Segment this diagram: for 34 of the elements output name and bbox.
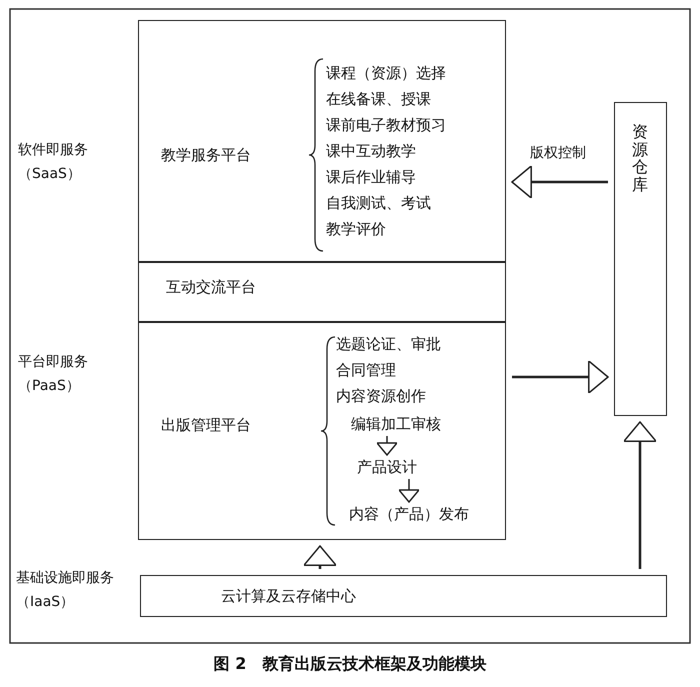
vertical-title: 资源仓库 bbox=[632, 123, 648, 194]
function-item: 内容资源创作 bbox=[336, 386, 426, 406]
hollow-arrow bbox=[623, 421, 657, 569]
hollow-arrow bbox=[512, 360, 609, 394]
function-item: 选题论证、审批 bbox=[336, 334, 441, 354]
hollow-arrow bbox=[511, 165, 608, 199]
step-text: 编辑加工审核 bbox=[334, 412, 458, 436]
layer-label: 软件即服务（SaaS） bbox=[18, 141, 89, 184]
step-text: 产品设计 bbox=[349, 455, 425, 479]
function-item: 课程（资源）选择 bbox=[326, 63, 446, 83]
function-item: 课前电子教材预习 bbox=[326, 115, 446, 135]
platform-box bbox=[138, 262, 506, 322]
platform-title: 教学服务平台 bbox=[161, 145, 251, 165]
hollow-arrow bbox=[303, 545, 337, 569]
platform-box bbox=[140, 575, 667, 617]
platform-title: 出版管理平台 bbox=[161, 415, 251, 435]
edge-label: 版权控制 bbox=[528, 144, 588, 162]
figure-caption: 图 2 教育出版云技术框架及功能模块 bbox=[212, 654, 488, 675]
hollow-arrow bbox=[398, 479, 420, 503]
function-item: 课中互动教学 bbox=[326, 141, 416, 161]
platform-title: 云计算及云存储中心 bbox=[221, 586, 356, 606]
function-item: 合同管理 bbox=[336, 360, 396, 380]
hollow-arrow bbox=[376, 436, 398, 456]
platform-box bbox=[138, 20, 506, 262]
layer-label: 基础设施即服务（IaaS） bbox=[16, 569, 115, 612]
function-item: 自我测试、考试 bbox=[326, 193, 431, 213]
platform-box bbox=[138, 322, 506, 540]
function-item: 在线备课、授课 bbox=[326, 89, 431, 109]
platform-title: 互动交流平台 bbox=[166, 277, 256, 297]
function-item: 教学评价 bbox=[326, 219, 386, 239]
step-text: 内容（产品）发布 bbox=[329, 502, 489, 526]
platform-box bbox=[614, 102, 667, 416]
layer-label: 平台即服务（PaaS） bbox=[18, 353, 89, 396]
function-item: 课后作业辅导 bbox=[326, 167, 416, 187]
